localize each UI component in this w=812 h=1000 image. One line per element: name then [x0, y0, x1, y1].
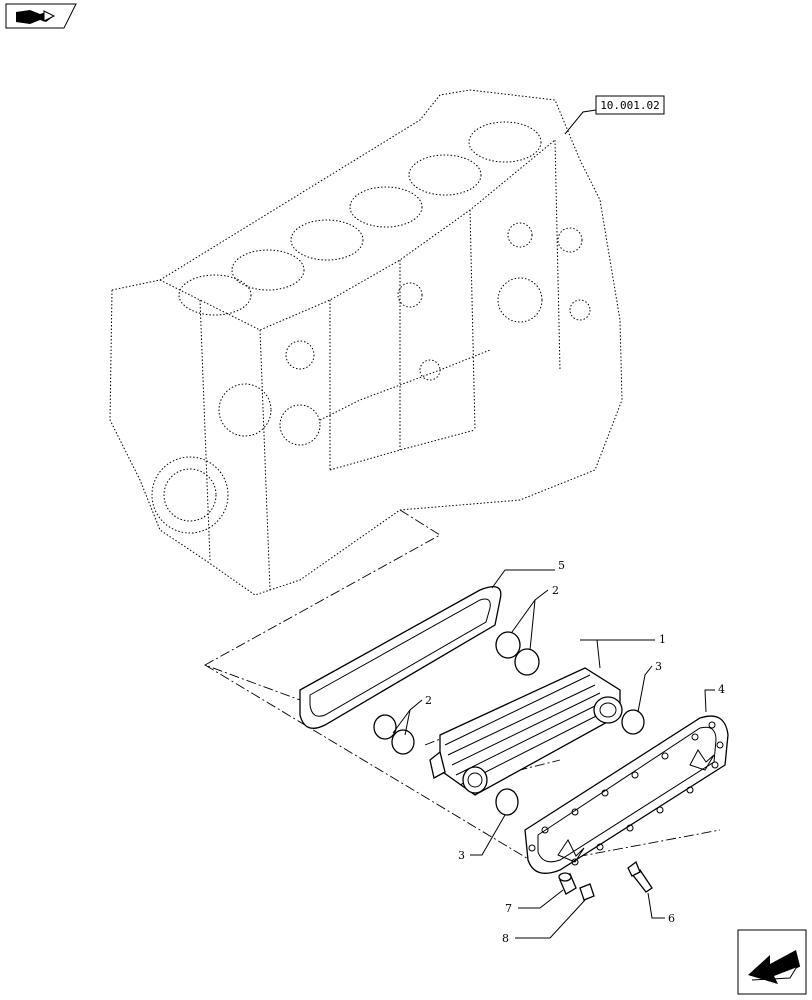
next-page-arrow-icon[interactable]	[737, 929, 807, 995]
callout-labels: 1 2 2 3 3 4 5 6 7 8	[425, 559, 725, 945]
callout-3-right: 3	[655, 660, 662, 673]
o-ring-pair-lower[interactable]	[373, 714, 415, 755]
reference-label[interactable]: 10.001.02	[564, 95, 665, 135]
o-ring-left-part-3[interactable]	[495, 788, 519, 816]
callout-2-upper: 2	[552, 584, 559, 597]
callout-8: 8	[502, 932, 509, 945]
cover-part-4[interactable]	[524, 715, 729, 874]
gasket-part-5[interactable]	[299, 586, 502, 729]
book-arrow-icon[interactable]	[5, 3, 77, 29]
callout-5: 5	[558, 559, 565, 572]
engine-block-outline	[109, 89, 623, 596]
o-ring-pair-upper[interactable]	[495, 631, 540, 676]
callout-6: 6	[668, 912, 675, 925]
screw-part-8[interactable]	[579, 883, 595, 901]
callout-4: 4	[718, 683, 725, 696]
callout-1: 1	[659, 633, 666, 646]
callout-3-left: 3	[458, 849, 465, 862]
callout-leader-lines	[392, 569, 715, 939]
sleeve-part-7[interactable]	[558, 872, 577, 895]
oil-cooler-part-1[interactable]	[429, 667, 623, 796]
bolt-part-6[interactable]	[627, 860, 653, 893]
reference-label-text: 10.001.02	[600, 99, 660, 112]
callout-2-lower: 2	[425, 694, 432, 707]
callout-7: 7	[505, 902, 512, 915]
o-ring-right-part-3[interactable]	[621, 709, 645, 735]
